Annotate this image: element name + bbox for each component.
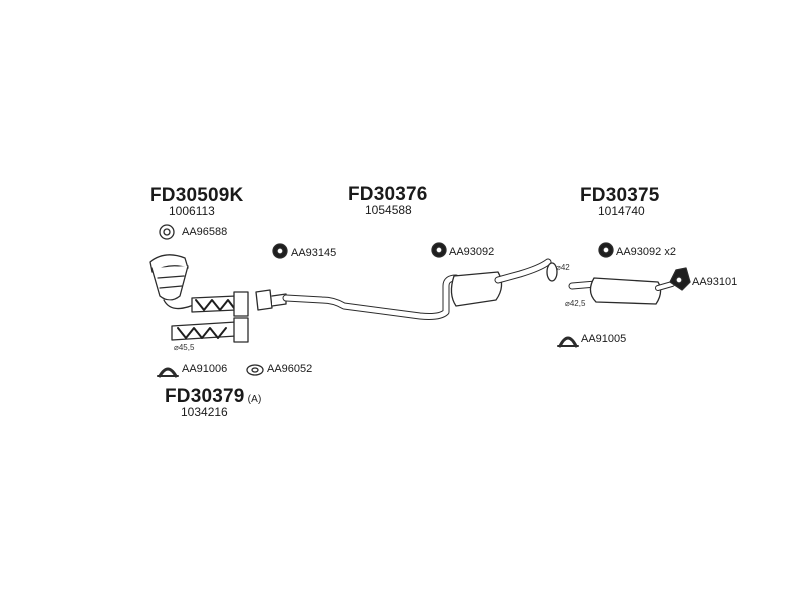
accessory-label-aa91005: AA91005: [581, 333, 627, 345]
group-code-fd30379-text: FD30379: [165, 386, 245, 407]
hanger-icon-aa93101[interactable]: [669, 267, 691, 291]
diameter-label-45-5: ⌀45,5: [174, 343, 195, 352]
accessory-label-aa93092-mid: AA93092: [449, 246, 495, 258]
rear-silencer[interactable]: [568, 277, 675, 305]
group-suffix: (A): [247, 394, 262, 405]
accessory-label-aa93101: AA93101: [692, 276, 738, 288]
diameter-label-42-5: ⌀42,5: [565, 299, 586, 308]
accessory-label-aa96052: AA96052: [267, 363, 313, 375]
clamp-icon-aa96588[interactable]: [159, 224, 175, 240]
clamp-icon-aa91006[interactable]: [157, 367, 179, 378]
accessory-label-aa91006: AA91006: [182, 363, 228, 375]
hanger-icon-aa93092-mid[interactable]: [431, 242, 447, 258]
catalytic-converter[interactable]: [149, 225, 201, 310]
group-ref-fd30379: 1034216: [181, 405, 228, 419]
front-pipe[interactable]: [255, 274, 460, 320]
group-ref-fd30509k: 1006113: [169, 204, 215, 218]
group-ref-fd30376: 1054588: [365, 203, 412, 217]
accessory-label-aa93092-rear: AA93092 x2: [616, 246, 676, 258]
group-code-fd30376: FD30376: [348, 184, 428, 205]
hanger-icon-aa93092-rear[interactable]: [598, 242, 614, 258]
hanger-icon-aa93145[interactable]: [272, 243, 288, 259]
accessory-label-aa93145: AA93145: [291, 247, 337, 259]
group-ref-fd30375: 1014740: [598, 204, 645, 218]
gasket-icon-aa96052[interactable]: [246, 364, 264, 376]
middle-silencer[interactable]: [450, 258, 558, 307]
diameter-label-42: ⌀42: [556, 263, 570, 272]
group-code-fd30375: FD30375: [580, 185, 660, 206]
flex-pipe-lower[interactable]: [171, 317, 249, 343]
accessory-label-aa96588: AA96588: [182, 226, 228, 238]
clamp-icon-aa91005[interactable]: [557, 336, 579, 348]
flex-pipe-upper[interactable]: [191, 291, 249, 317]
group-code-fd30379: FD30379(A): [165, 387, 262, 406]
group-code-fd30509k: FD30509K: [150, 185, 244, 206]
